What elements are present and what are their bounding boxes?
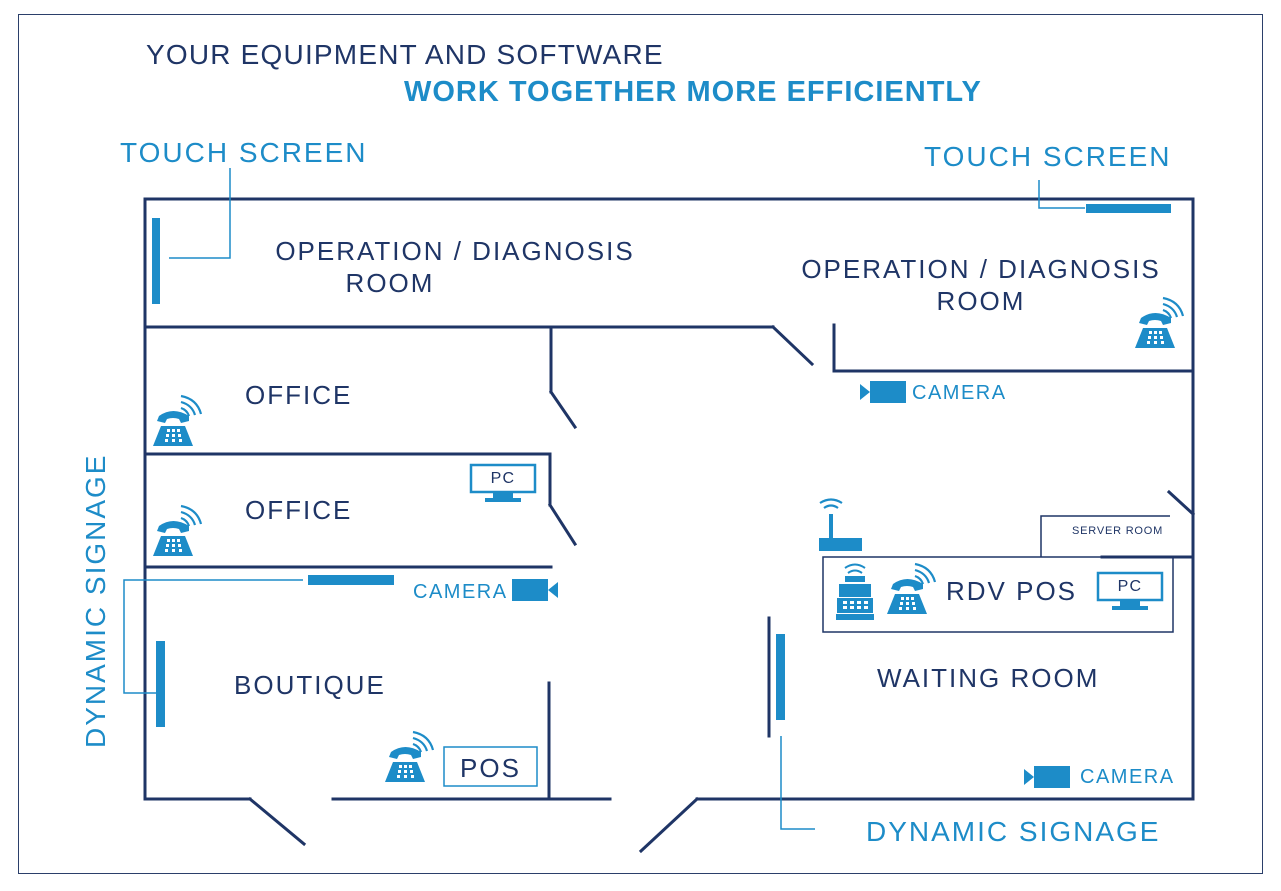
telephone-icon (885, 562, 937, 616)
room-office-top: OFFICE (245, 380, 353, 410)
label-pc-office: PC (490, 470, 516, 487)
telephone-icon (383, 730, 435, 784)
callout-touch-screen-right: TOUCH SCREEN (924, 141, 1172, 172)
room-operation-right-line2: ROOM (936, 285, 1026, 316)
label-camera-bottom-right: CAMERA (1080, 766, 1175, 788)
label-pc-rdv: PC (1117, 578, 1143, 595)
wifi-router-icon (819, 498, 862, 551)
room-server-room: SERVER ROOM (1072, 525, 1164, 537)
camera-icon (860, 381, 906, 403)
touch-screen-right (1086, 204, 1171, 213)
diagram-frame (18, 14, 1263, 874)
telephone-icon (151, 504, 203, 558)
room-operation-right-line1: OPERATION / DIAGNOSIS (801, 254, 1161, 284)
label-camera-middle: CAMERA (413, 581, 508, 603)
touch-screen-left (152, 218, 160, 304)
camera-icon (512, 579, 558, 601)
room-boutique: BOUTIQUE (234, 670, 386, 700)
room-operation-left-line1: OPERATION / DIAGNOSIS (275, 236, 635, 266)
dynamic-signage-screen-waiting (776, 634, 785, 720)
callout-dynamic-signage-bottom: DYNAMIC SIGNAGE (866, 816, 1161, 847)
dynamic-signage-screen-left (156, 641, 165, 727)
camera-icon (1024, 766, 1070, 788)
room-operation-left-line2: ROOM (345, 267, 435, 298)
cash-register-icon (836, 563, 874, 620)
telephone-icon (151, 394, 203, 448)
dynamic-signage-screen-middle (308, 575, 394, 585)
callout-touch-screen-left: TOUCH SCREEN (120, 137, 368, 168)
label-camera-top-right: CAMERA (912, 382, 1007, 404)
room-operation-left: OPERATION / DIAGNOSIS ROOM (260, 236, 650, 299)
room-rdv-pos: RDV POS (946, 576, 1078, 606)
room-office-bottom: OFFICE (245, 495, 353, 525)
room-operation-right: OPERATION / DIAGNOSIS ROOM (786, 254, 1176, 317)
room-waiting-room: WAITING ROOM (877, 663, 1100, 693)
callout-dynamic-signage-left: DYNAMIC SIGNAGE (80, 453, 111, 748)
header-line-1: YOUR EQUIPMENT AND SOFTWARE (146, 39, 664, 70)
header-line-2: WORK TOGETHER MORE EFFICIENTLY (404, 76, 982, 108)
label-pos-boutique: POS (460, 753, 521, 783)
